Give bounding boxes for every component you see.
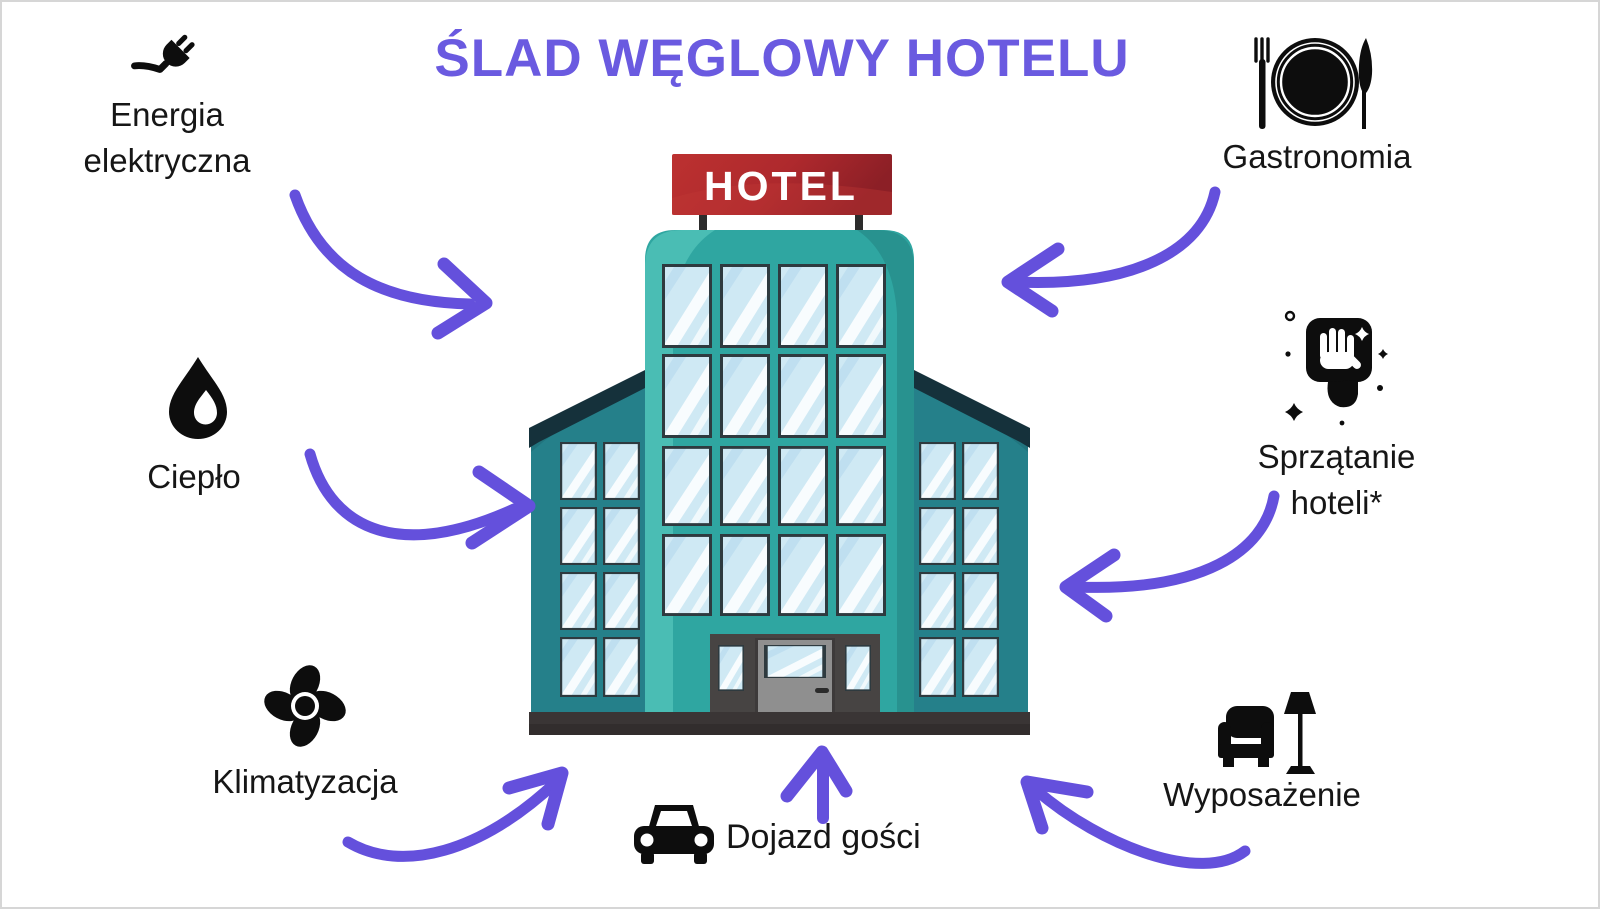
hotel-entrance (710, 634, 880, 714)
furniture-icon (1214, 684, 1319, 784)
arrow-dojazd (780, 745, 853, 824)
hotel-sign: HOTEL (672, 154, 892, 238)
label-wyposazenie: Wyposażenie (1163, 776, 1361, 813)
label-sprzatanie: Sprzątanie hoteli* (1257, 438, 1416, 521)
page-title: ŚLAD WĘGLOWY HOTELU (434, 29, 1130, 88)
label-klimatyzacja: Klimatyzacja (212, 763, 398, 800)
hotel-illustration: HOTEL (529, 154, 1030, 735)
fan-icon (260, 658, 350, 754)
label-cieplo: Ciepło (147, 458, 241, 495)
arrow-energia (289, 189, 493, 340)
restaurant-icon (1250, 34, 1380, 134)
label-gastronomia: Gastronomia (1222, 138, 1412, 175)
label-dojazd: Dojazd gości (726, 818, 921, 856)
hotel-sign-text: HOTEL (704, 163, 858, 209)
label-energia: Energia elektryczna (83, 96, 251, 179)
flame-icon (160, 354, 236, 440)
arrow-cieplo (304, 448, 536, 550)
car-icon (632, 800, 716, 866)
hotel-roof (529, 370, 1030, 448)
plug-icon (130, 24, 202, 96)
arrow-gastronomia (1001, 186, 1221, 318)
cleaning-icon (1280, 302, 1390, 430)
